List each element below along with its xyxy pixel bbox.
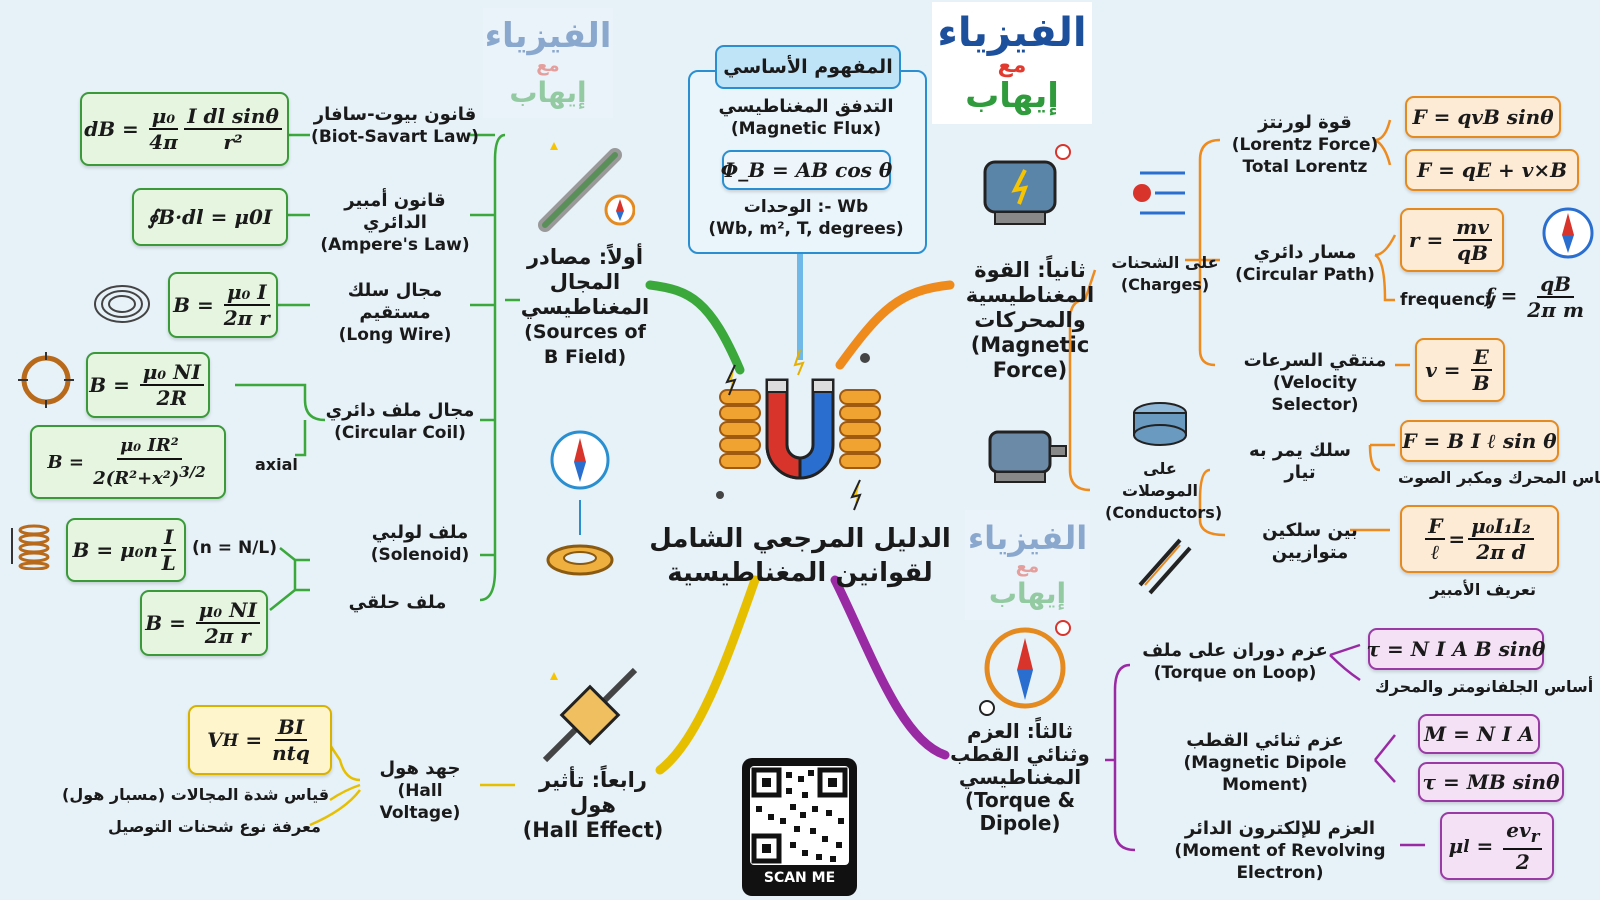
logo-top-right: الفيزياء مع إيهاب (932, 2, 1092, 124)
units-label: الوحدات :- Wb (Wb, m², T, degrees) (708, 197, 904, 239)
wire-force-formula: F = B I ℓ sin θ (1400, 420, 1559, 462)
long-wire-label: مجال سلك مستقيم (Long Wire) (338, 280, 452, 345)
branch3-title: ثالثاً: العزم وثنائي القطب المغناطيسي (T… (950, 719, 1090, 835)
logo-watermark-top: الفيزياء مع إيهاب (483, 8, 613, 118)
qr-code[interactable]: SCAN ME (742, 758, 857, 896)
motor-icon (983, 144, 1071, 225)
frequency-label: frequency (1400, 290, 1497, 310)
source-icon (538, 142, 635, 232)
parallel-wires-label: بين سلكين متوازيين (1262, 520, 1358, 563)
hall-use-1: قياس شدة المجالات (مسبار هول) (62, 785, 330, 804)
coil-right (839, 389, 881, 469)
branch2-title: ثانياً: القوة المغناطيسية والمحركات (Mag… (965, 258, 1095, 382)
torque-loop-label: عزم دوران على ملف (Torque on Loop) (1142, 640, 1328, 683)
qr-pattern (751, 767, 848, 864)
main-title: الدليل المرجعي الشامل لقوانين المغناطيسي… (649, 524, 951, 588)
conductor-icon (1133, 402, 1187, 446)
hall-voltage-label: جهد هول (Hall Voltage) (379, 758, 461, 823)
lorentz-label: قوة لورنتز (Lorentz Force) Total Lorentz (1231, 112, 1379, 177)
lorentz-formula-2: F = qE + v×B (1405, 149, 1579, 191)
wire-coil-icon (94, 285, 150, 323)
charges-icon (1133, 171, 1185, 215)
hall-use-2: معرفة نوع شحنات التوصيل (108, 817, 321, 836)
wire-label: سلك يمر به تيار (1248, 440, 1352, 483)
circular-path-label: مسار دائري (Circular Path) (1235, 242, 1375, 285)
axial-note: axial (255, 455, 298, 474)
circular-coil-label: مجال ملف دائري (Circular Coil) (325, 400, 475, 443)
coil-left (719, 389, 761, 469)
flux-label: التدفق المغناطيسي (Magnetic Flux) (718, 96, 894, 139)
torque-icon (979, 620, 1071, 716)
conductors-label: على الموصلات (Conductors) (1105, 459, 1223, 522)
velocity-selector-label: منتقي السرعات (Velocity Selector) (1243, 350, 1387, 415)
parallel-wires-icon (1138, 538, 1192, 595)
torque-loop-note: أساس الجلفانومتر والمحرك (1375, 677, 1594, 696)
charges-label: على الشحنات (Charges) (1111, 253, 1219, 294)
electron-moment-label: العزم للإلكترون الدائر (Moment of Revolv… (1174, 818, 1386, 883)
biot-savart-label: قانون بيوت-سافار (Biot-Savart Law) (311, 104, 479, 147)
magnet-illustration (716, 350, 881, 511)
ampere-formula: ∮B·dl = μ0I (132, 188, 288, 246)
toroid-label: ملف حلقي (348, 592, 447, 613)
lorentz-formula-1: F = qvB sinθ (1405, 96, 1561, 138)
solenoid-note: (n = N/L) (192, 538, 277, 558)
compass-loop-icon (546, 430, 614, 576)
dipole-moment-formula: M = N I A (1418, 714, 1540, 754)
ampere-label: قانون أمبير الدائري (Ampere's Law) (320, 190, 470, 255)
compass-icon (1542, 207, 1594, 259)
concept-header: المفهوم الأساسي (715, 45, 901, 89)
motor-icon-2 (988, 430, 1067, 483)
qr-label: SCAN ME (763, 870, 836, 886)
ring-icon (18, 352, 74, 408)
solenoid-label: ملف لولبي (Solenoid) (370, 522, 470, 565)
dipole-moment-label: عزم ثنائي القطب (Magnetic Dipole Moment) (1183, 730, 1347, 795)
branch1-title: أولاً: مصادر المجال المغناطيسي (Sources … (520, 245, 650, 368)
solenoid-icon (11, 524, 50, 570)
wire-note: أساس المحرك ومكبر الصوت (1398, 468, 1600, 487)
torque-loop-formula: τ = N I A B sinθ (1367, 628, 1545, 670)
flux-formula: Φ_B = AB cos θ (721, 150, 892, 190)
dipole-torque-formula: τ = MB sinθ (1418, 762, 1564, 802)
logo-watermark-middle: الفيزياء مع إيهاب (965, 510, 1090, 620)
hall-effect-icon (542, 667, 638, 763)
parallel-note: تعريف الأمبير (1430, 580, 1536, 599)
branch4-title: رابعاً: تأثير هول (Hall Effect) (522, 768, 664, 842)
